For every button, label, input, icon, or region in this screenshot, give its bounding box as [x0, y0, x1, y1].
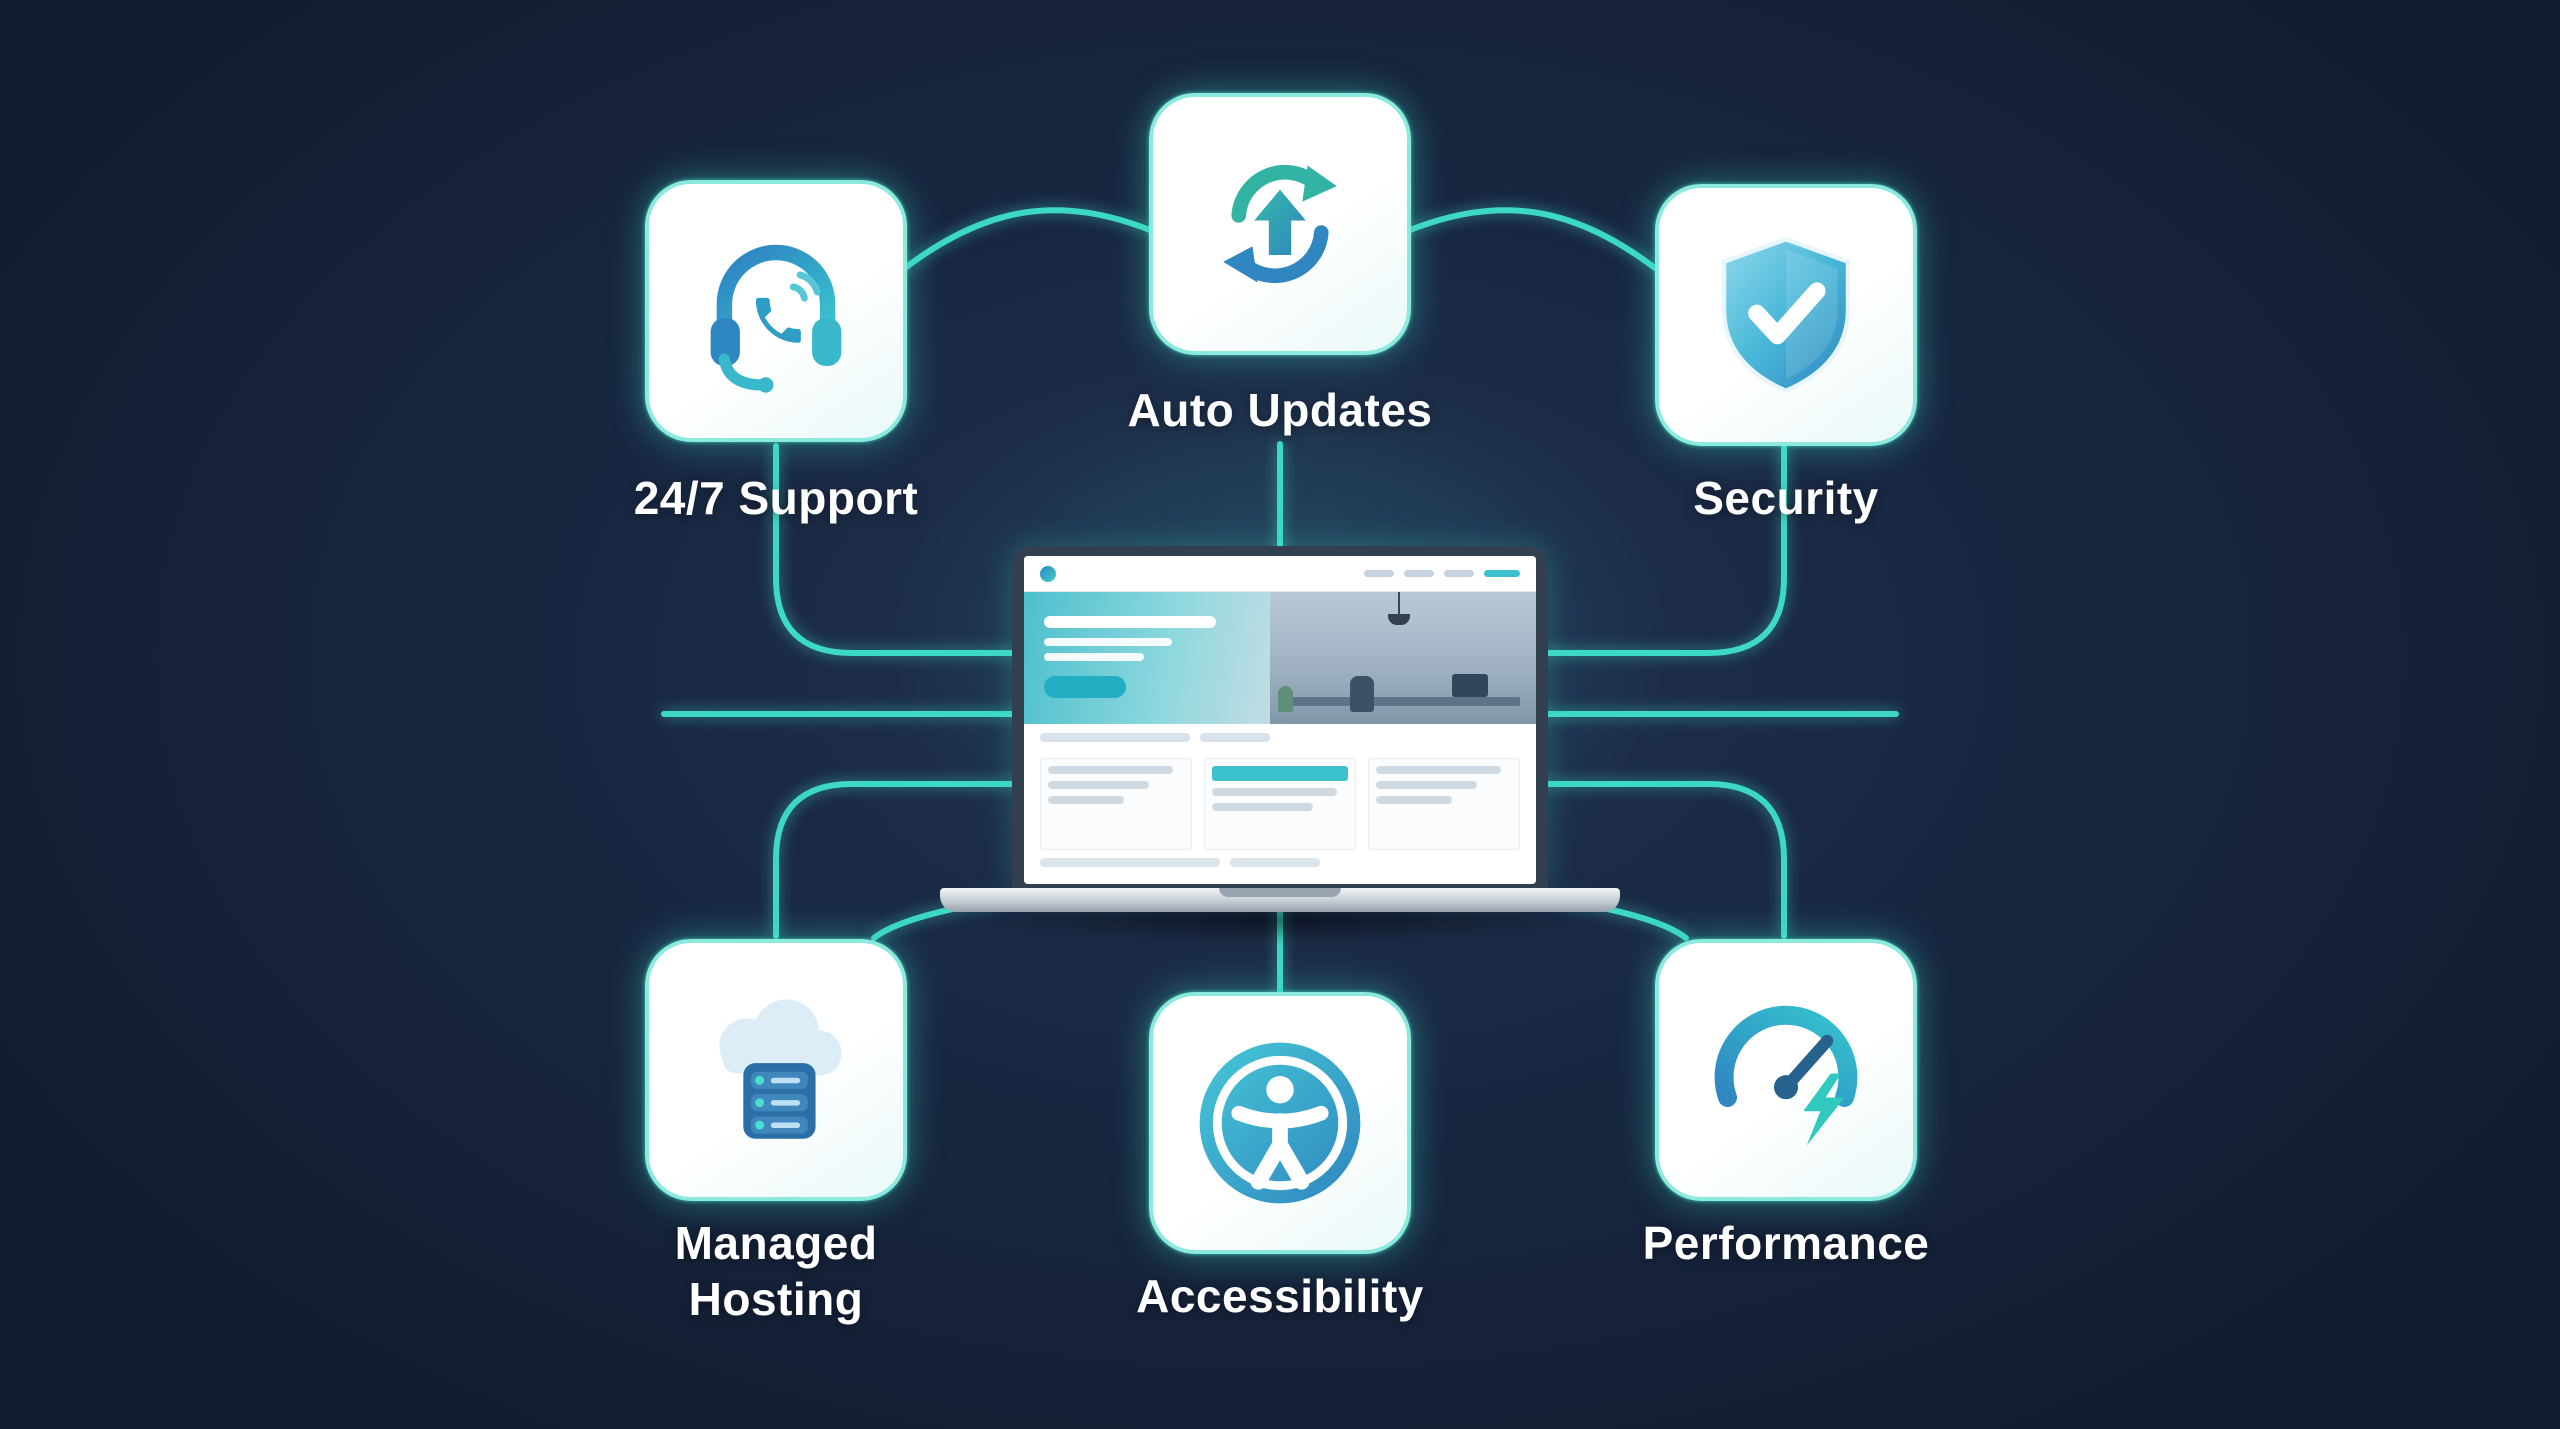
website-mockup — [1024, 556, 1536, 884]
text-line-placeholder — [1040, 858, 1220, 867]
feature-label-performance: Performance — [1642, 1217, 1930, 1269]
footer-strip — [1024, 854, 1536, 884]
text-line-placeholder — [1048, 796, 1125, 804]
refresh-arrows-icon — [1223, 164, 1337, 284]
nav-link-placeholder — [1404, 570, 1434, 577]
laptop-base — [940, 888, 1620, 912]
hero-cta-button — [1044, 676, 1126, 698]
headset-phone-icon — [710, 244, 842, 393]
content-column — [1204, 758, 1356, 850]
feature-card-auto-updates — [1149, 93, 1411, 355]
office-photo-placeholder — [1269, 592, 1536, 724]
feature-label-support: 24/7 Support — [633, 472, 919, 524]
nav-link-placeholder — [1364, 570, 1394, 577]
text-line-placeholder — [1376, 781, 1477, 789]
plant-shape — [1277, 686, 1293, 712]
cloud-server-icon — [719, 999, 842, 1139]
feature-card-security — [1655, 184, 1917, 446]
laptop-base-notch — [1219, 888, 1341, 897]
gauge-lightning-icon — [1714, 1005, 1858, 1146]
lamp-icon — [1397, 592, 1400, 616]
feature-card-accessibility — [1149, 992, 1411, 1254]
text-line-placeholder — [1376, 766, 1502, 774]
feature-label-security: Security — [1693, 472, 1879, 524]
text-line-placeholder — [1040, 732, 1190, 742]
text-line-placeholder — [1212, 788, 1338, 796]
hero-section — [1024, 592, 1536, 724]
content-column — [1368, 758, 1520, 850]
text-line-placeholder — [1212, 803, 1313, 811]
site-logo — [1040, 565, 1056, 582]
nav-link-placeholder — [1444, 570, 1474, 577]
text-line-placeholder — [1048, 781, 1149, 789]
chair-shape — [1349, 676, 1374, 712]
lamp-shade — [1387, 614, 1410, 625]
content-column — [1040, 758, 1192, 850]
feature-card-performance — [1655, 939, 1917, 1201]
shield-check-icon — [1721, 237, 1851, 394]
text-line-placeholder — [1200, 732, 1270, 742]
feature-label-auto-updates: Auto Updates — [1127, 384, 1433, 436]
hero-text-placeholder — [1044, 653, 1144, 661]
browser-navbar — [1024, 556, 1536, 592]
feature-label-accessibility: Accessibility — [1136, 1270, 1424, 1322]
text-line-placeholder — [1376, 796, 1453, 804]
text-line-placeholder — [1230, 858, 1320, 867]
nav-cta-placeholder — [1484, 570, 1520, 577]
feature-card-managed-hosting — [645, 939, 907, 1201]
column-header-bar — [1212, 766, 1348, 781]
hero-text-placeholder — [1044, 638, 1172, 646]
content-strip — [1024, 724, 1536, 750]
monitor-shape — [1452, 674, 1489, 697]
hero-headline-placeholder — [1044, 616, 1216, 628]
content-columns — [1024, 750, 1536, 854]
laptop-screen — [1012, 546, 1548, 890]
text-line-placeholder — [1048, 766, 1174, 774]
accessibility-person-icon — [1199, 1042, 1361, 1204]
desk-shape — [1291, 697, 1521, 706]
feature-card-support — [645, 180, 907, 442]
feature-label-managed-hosting: Managed Hosting — [674, 1217, 878, 1326]
